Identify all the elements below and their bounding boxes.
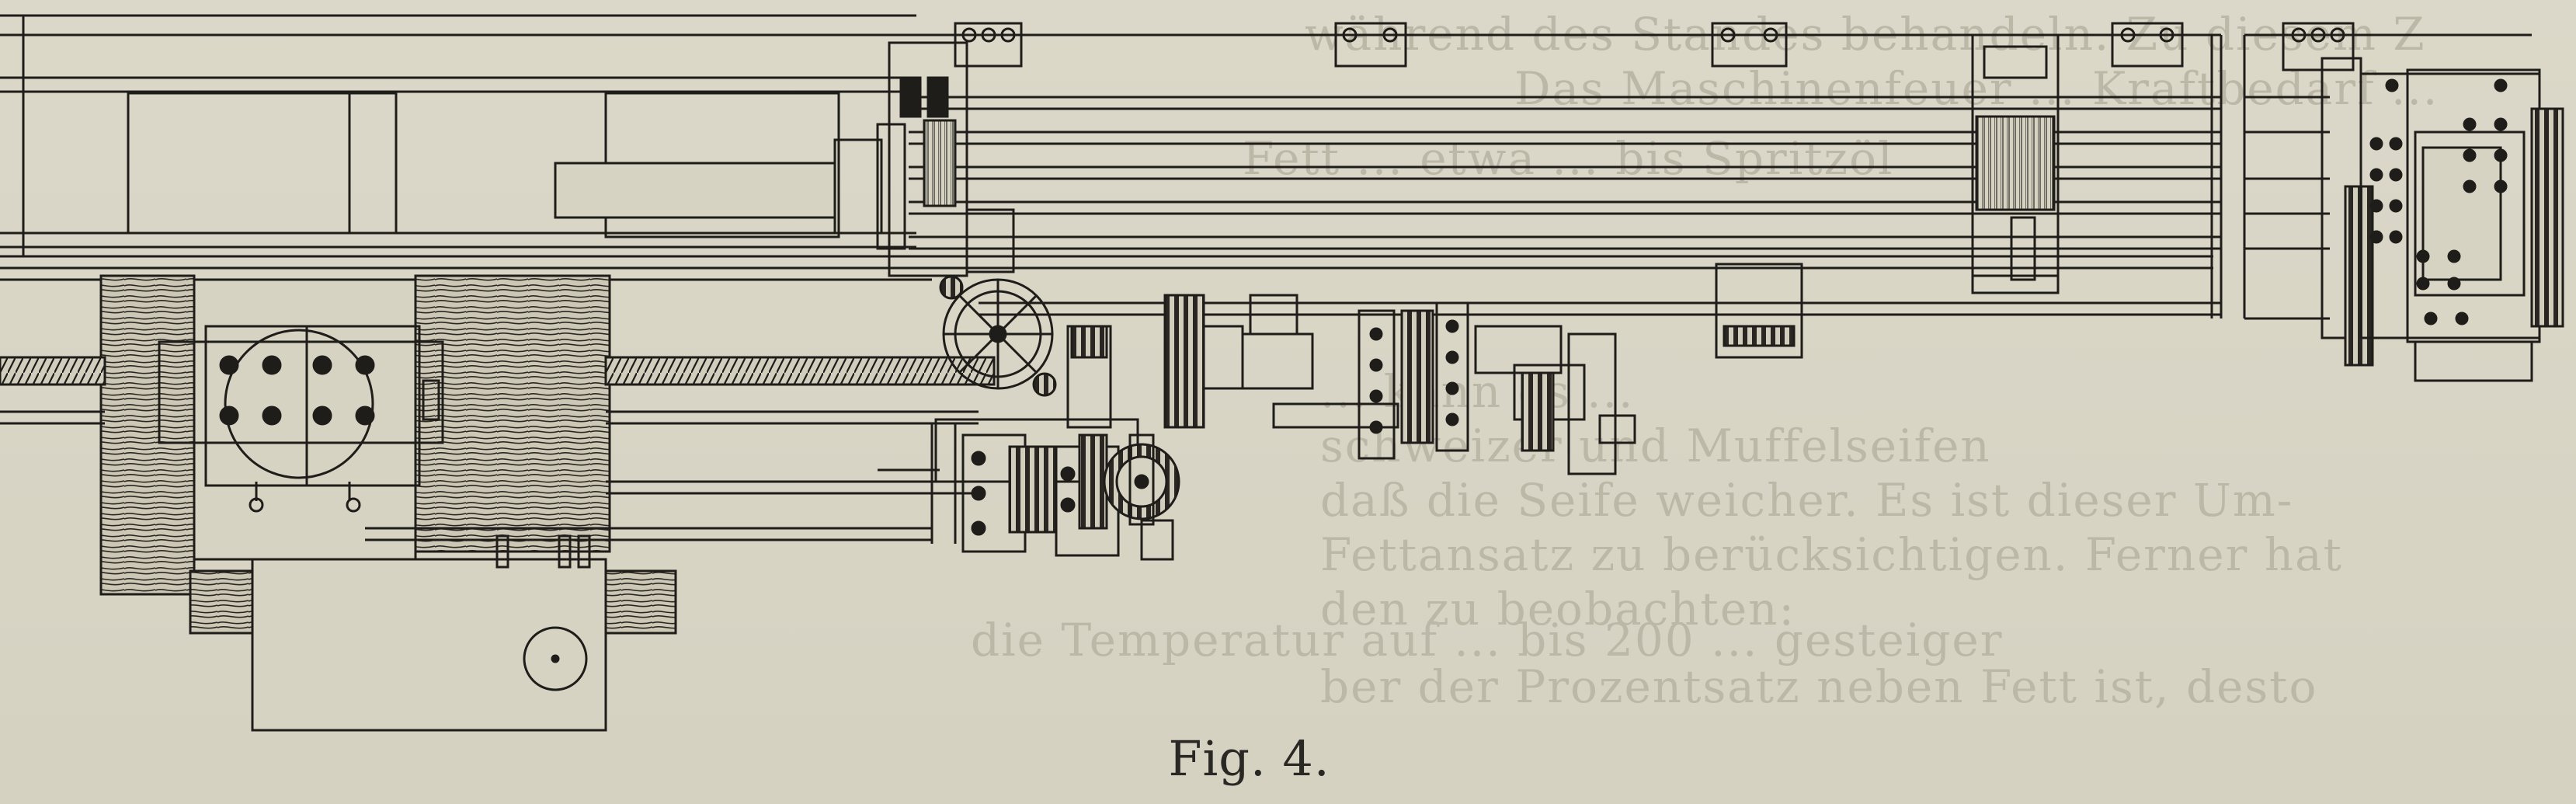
machine-drawing	[0, 14, 2564, 732]
figure-caption-text: Fig. 4.	[1168, 730, 1330, 787]
figure-caption: Fig. 4.	[0, 730, 2576, 787]
